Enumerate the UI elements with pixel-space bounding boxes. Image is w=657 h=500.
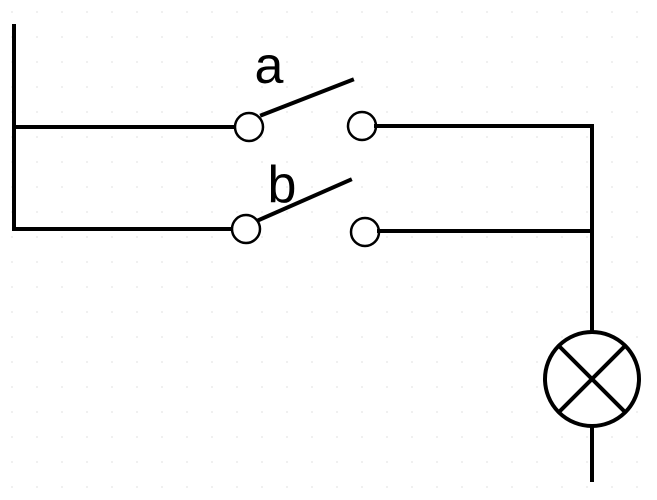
switch-a-blade bbox=[259, 77, 355, 118]
switch-b-right-terminal bbox=[349, 216, 381, 248]
switch-b-label: b bbox=[268, 156, 297, 214]
switch-a-label: a bbox=[255, 37, 284, 95]
branch-a: a bbox=[12, 37, 594, 143]
switch-a-left-terminal bbox=[233, 111, 265, 143]
branch-b: b bbox=[12, 156, 594, 248]
lamp-cross-line-2 bbox=[556, 343, 628, 415]
lamp bbox=[543, 330, 641, 428]
switch-a-right-terminal bbox=[346, 110, 378, 142]
switch-b-blade bbox=[256, 177, 353, 223]
switch-b-left-terminal bbox=[230, 213, 262, 245]
